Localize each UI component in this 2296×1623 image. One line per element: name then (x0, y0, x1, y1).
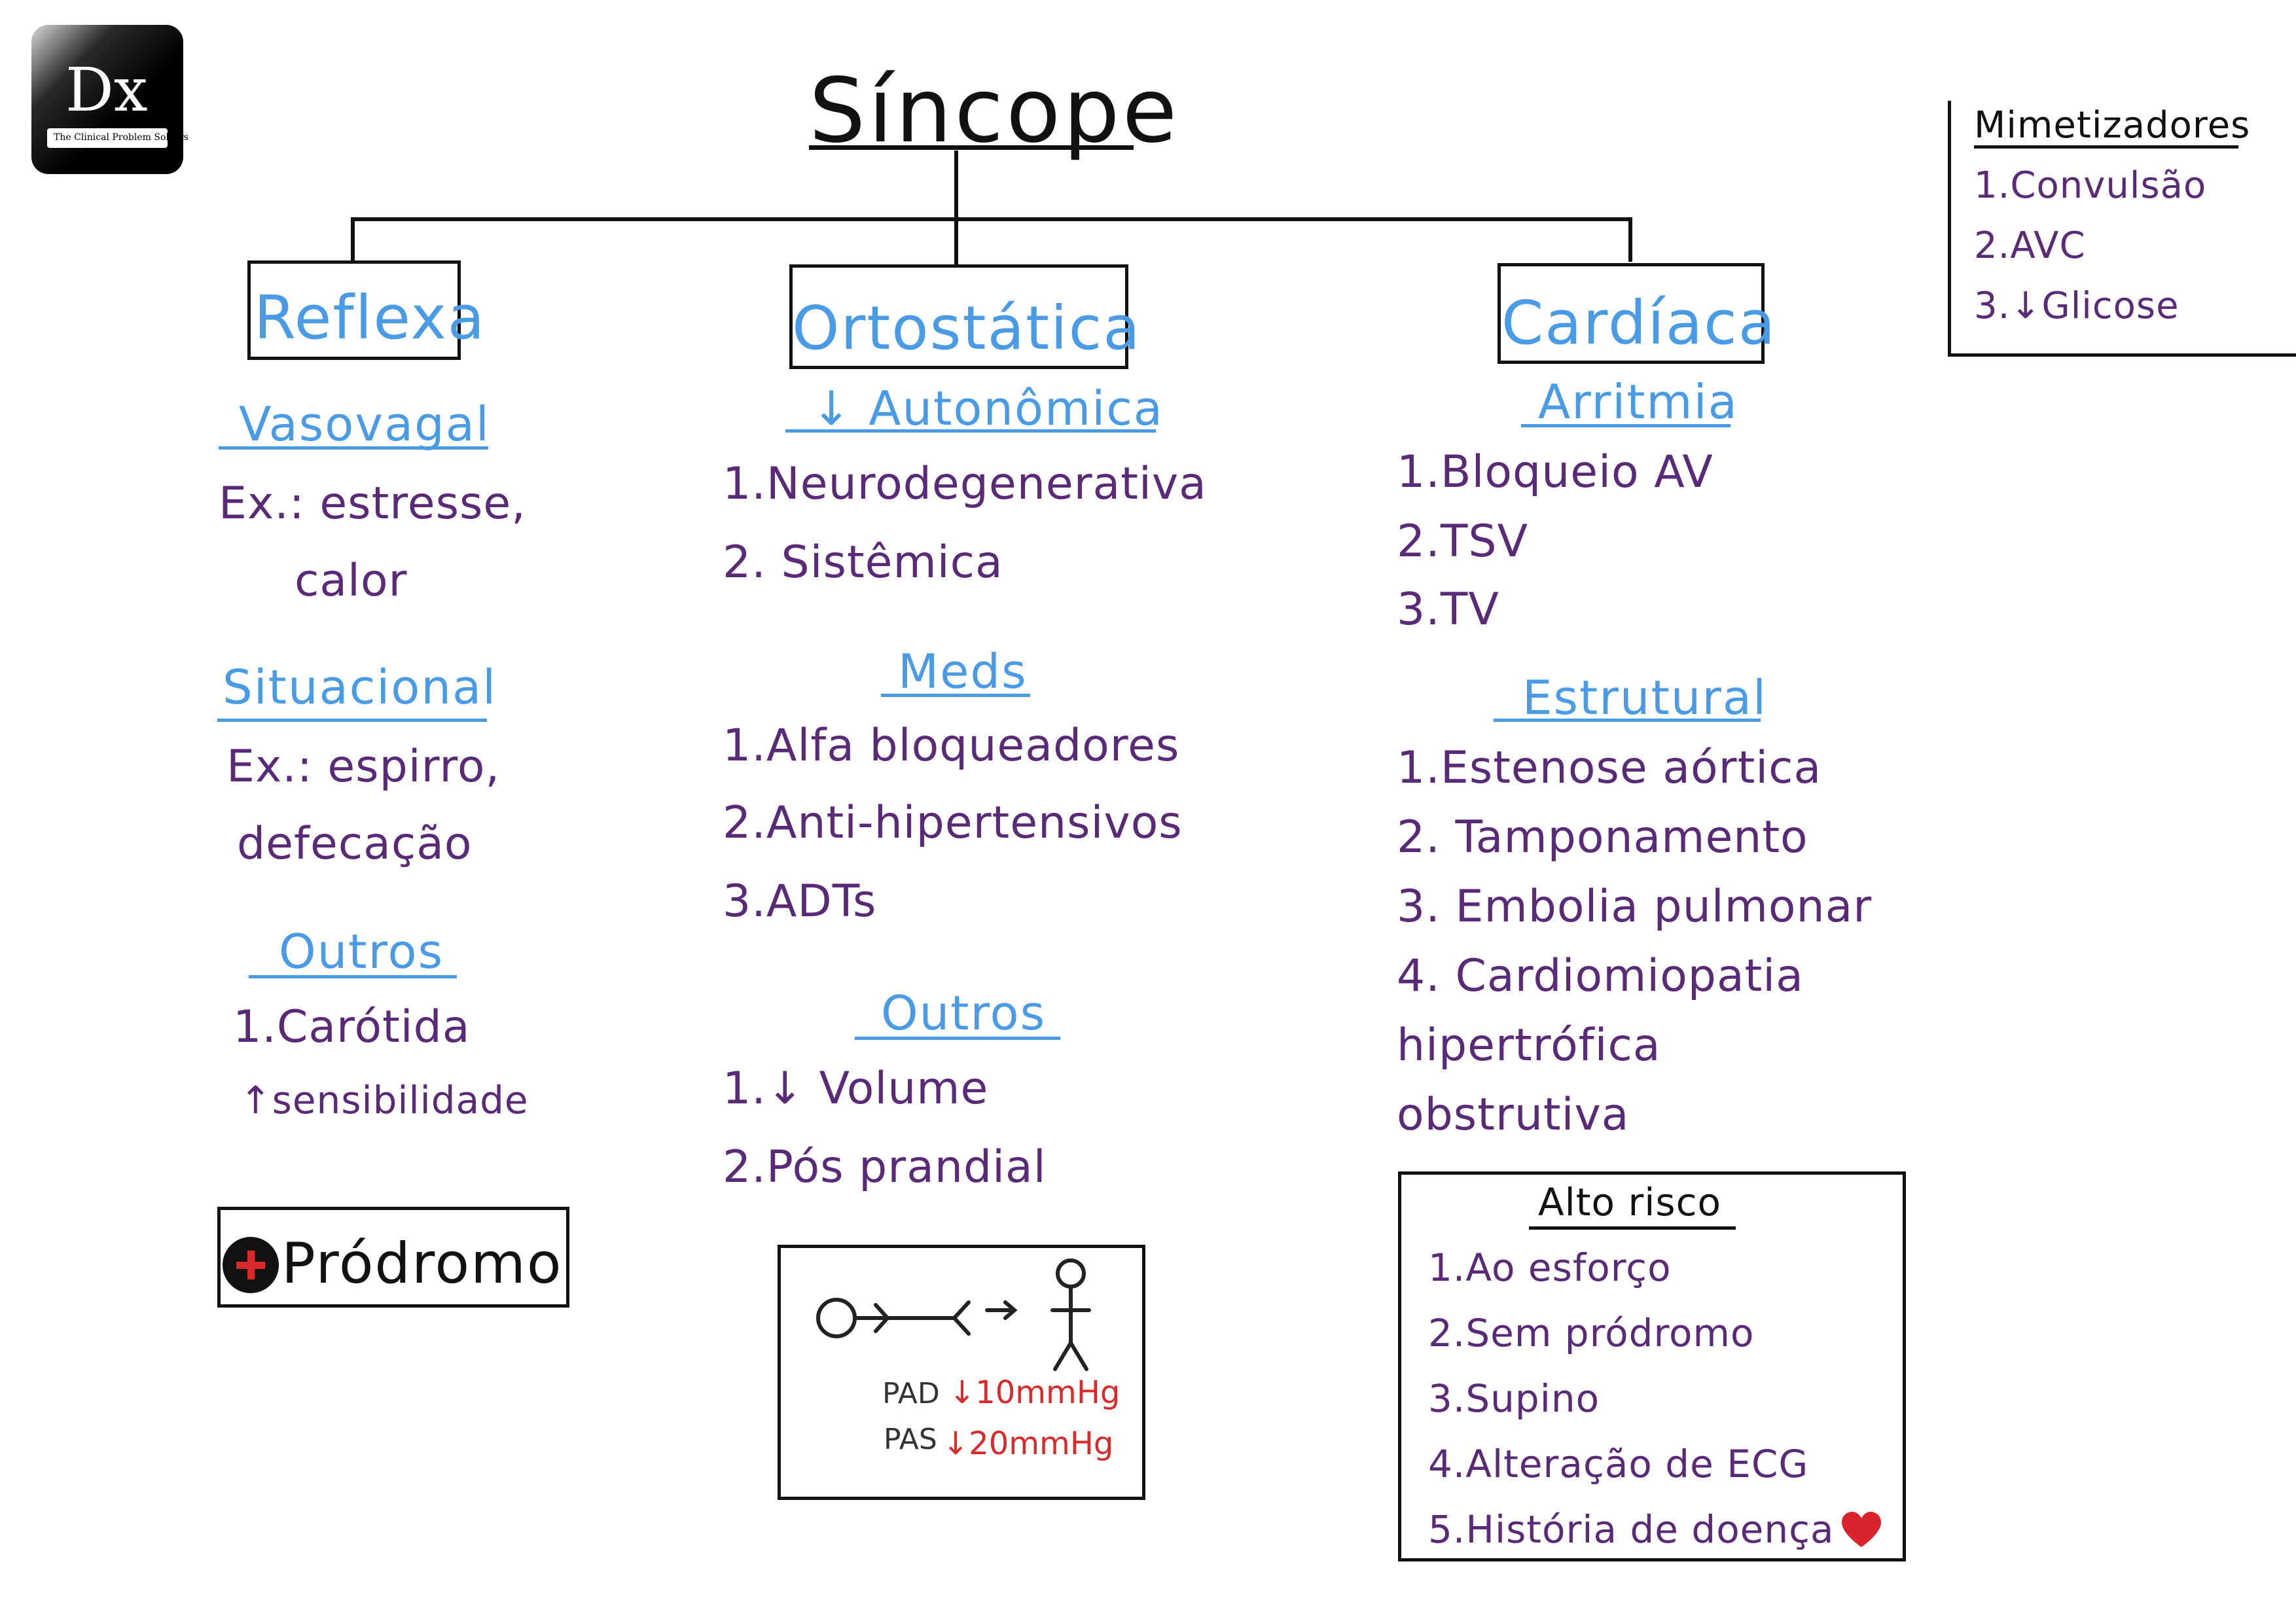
alto-risco-item-2: 2.Sem pródromo (1428, 1311, 1755, 1355)
reflexa-outros-title: Outros (279, 924, 444, 979)
reflexa-title: Reflexa (254, 283, 486, 353)
ortostatica-box (789, 264, 1128, 369)
logo: Dx The Clinical Problem Solvers (31, 25, 188, 174)
autonomica-underline (785, 429, 1156, 433)
estrutural-item-2: 2. Tamponamento (1397, 812, 1808, 863)
plus-circle-icon (223, 1237, 279, 1293)
pad-label: PAD (882, 1377, 940, 1410)
estrutural-item-3: 3. Embolia pulmonar (1397, 881, 1873, 933)
situacional-title: Situacional (223, 660, 497, 715)
vasovagal-underline (219, 446, 488, 450)
situacional-underline (217, 719, 487, 722)
mimetizadores-underline (1974, 145, 2238, 149)
pas-value: ↓20mmHg (942, 1425, 1114, 1462)
alto-risco-item-4: 4.Alteração de ECG (1428, 1442, 1809, 1486)
lying-person-head (816, 1298, 857, 1338)
ortostatica-outros-underline (855, 1037, 1060, 1040)
autonomica-item-1: 1.Neurodegenerativa (723, 458, 1207, 510)
reflexa-outros-underline (249, 975, 457, 978)
meds-item-2: 2.Anti-hipertensivos (723, 797, 1183, 849)
reflexa-outros-item2: ↑sensibilidade (240, 1078, 529, 1122)
mimetizadores-item-1: 1.Convulsão (1974, 164, 2207, 207)
estrutural-underline (1494, 719, 1761, 722)
mimetizadores-item-3: 3.↓Glicose (1974, 285, 2179, 327)
alto-risco-box (1398, 1171, 1906, 1561)
meds-underline (881, 694, 1030, 697)
pad-value: ↓10mmHg (949, 1374, 1121, 1411)
ortostatica-title: Ortostática (792, 293, 1141, 363)
meds-title: Meds (898, 644, 1028, 699)
cardiaca-box (1498, 263, 1765, 364)
arritmia-item-2: 2.TSV (1397, 516, 1529, 567)
alto-risco-underline (1529, 1226, 1736, 1230)
plus-icon-v (247, 1251, 255, 1279)
arrow-head (1003, 1300, 1018, 1320)
arritmia-item-1: 1.Bloqueio AV (1397, 446, 1713, 498)
vasovagal-title: Vasovagal (239, 397, 490, 452)
vasovagal-line1: Ex.: estresse, (219, 478, 526, 529)
cardiaca-title: Cardíaca (1501, 288, 1777, 358)
logo-mark: Dx (65, 55, 148, 125)
pas-label: PAS (884, 1423, 937, 1456)
mimetizadores-hline (1948, 353, 2296, 357)
lying-person-arm1 (874, 1303, 889, 1320)
ortostatica-outros-item-2: 2.Pós prandial (723, 1141, 1047, 1193)
tree-bar (351, 217, 1632, 221)
situacional-line1: Ex.: espirro, (226, 741, 501, 793)
mimetizadores-vline (1948, 101, 1951, 356)
standing-person-leg2 (1069, 1341, 1088, 1371)
autonomica-item-2: 2. Sistêmica (723, 537, 1003, 588)
reflexa-outros-item1: 1.Carótida (233, 1001, 471, 1053)
prodromo-label: Pródromo (281, 1231, 563, 1296)
page-title: Síncope (809, 60, 1180, 163)
lying-person-leg1 (952, 1300, 971, 1320)
standing-person-head (1056, 1258, 1086, 1289)
alto-risco-item-1: 1.Ao esforço (1428, 1245, 1672, 1290)
arritmia-title: Arritmia (1538, 374, 1738, 429)
arritmia-underline (1521, 424, 1731, 427)
alto-risco-title: Alto risco (1538, 1180, 1722, 1224)
vasovagal-line2: calor (295, 555, 408, 607)
situacional-line2: defecação (237, 818, 473, 870)
tree-drop-cardiaca (1628, 217, 1632, 262)
estrutural-item-6: obstrutiva (1397, 1089, 1630, 1141)
standing-person-leg1 (1053, 1341, 1073, 1371)
title-underline (809, 145, 1134, 150)
lying-to-standing-figure (816, 1258, 1091, 1371)
lying-person-arm2 (874, 1316, 889, 1333)
alto-risco-item-5: 5.História de doença (1428, 1507, 1835, 1552)
estrutural-item-1: 1.Estenose aórtica (1397, 742, 1822, 794)
alto-risco-item-3: 3.Supino (1428, 1376, 1600, 1421)
mimetizadores-item-2: 2.AVC (1974, 224, 2086, 267)
estrutural-item-4: 4. Cardiomiopatia (1397, 950, 1804, 1002)
estrutural-item-5: hipertrófica (1397, 1020, 1661, 1071)
logo-tagline-bar: The Clinical Problem Solvers (47, 128, 188, 148)
ortostatica-outros-title: Outros (881, 986, 1047, 1041)
reflexa-box (247, 260, 461, 360)
heart-icon (1842, 1512, 1881, 1547)
estrutural-title: Estrutural (1522, 670, 1768, 725)
mimetizadores-title: Mimetizadores (1974, 104, 2251, 147)
tree-drop-reflexa (351, 217, 355, 260)
ortostatica-outros-item-1: 1.↓ Volume (723, 1063, 989, 1115)
lying-person-leg2 (952, 1316, 971, 1336)
meds-item-3: 3.ADTs (723, 876, 877, 927)
tree-stem (954, 151, 958, 267)
meds-item-1: 1.Alfa bloqueadores (723, 720, 1180, 772)
prodromo-box (217, 1207, 569, 1308)
autonomica-title: ↓ Autonômica (812, 381, 1164, 436)
logo-tagline: The Clinical Problem Solvers (54, 132, 188, 143)
orthostatic-figure (778, 1245, 1145, 1500)
arritmia-item-3: 3.TV (1397, 584, 1499, 635)
